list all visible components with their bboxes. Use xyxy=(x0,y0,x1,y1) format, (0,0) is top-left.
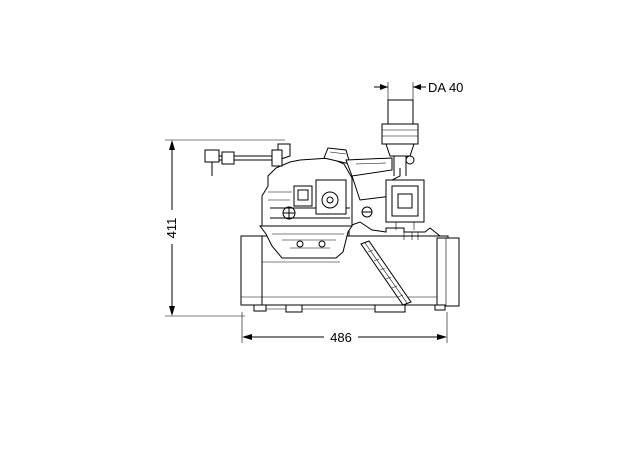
vent-pipe-assembly xyxy=(345,99,425,230)
pump-block xyxy=(204,143,373,259)
pipe-dimension: DA 40 xyxy=(374,80,463,120)
height-dimension: 411 xyxy=(160,139,285,317)
width-dimension: 486 xyxy=(241,312,448,345)
pipe-label: DA 40 xyxy=(428,80,463,95)
width-label: 486 xyxy=(330,330,352,345)
internal-flap xyxy=(360,240,412,306)
height-label: 411 xyxy=(164,218,179,239)
